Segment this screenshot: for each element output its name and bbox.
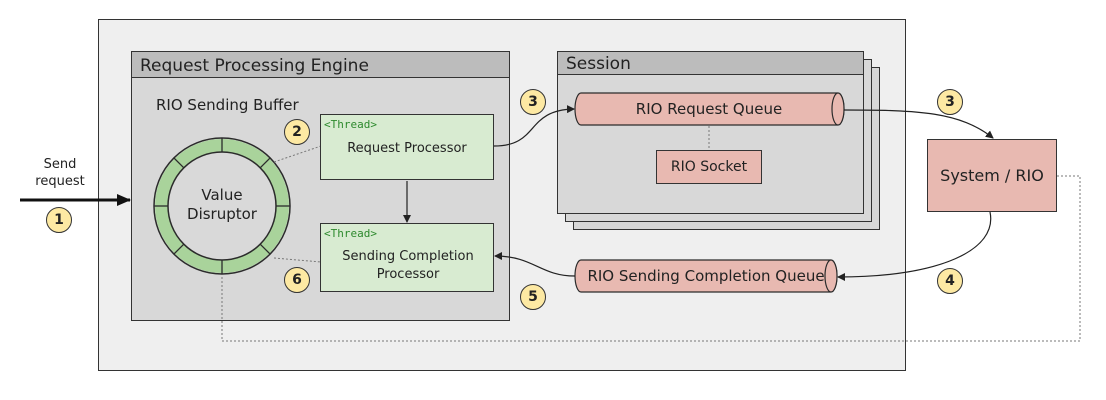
completion-processor-box: <Thread> Sending Completion Processor	[320, 223, 494, 292]
step-badge-3a: 3	[520, 89, 546, 115]
system-to-buffer-link	[221, 175, 1081, 342]
request-processor-box: <Thread> Request Processor	[320, 114, 494, 180]
completion-processor-label: Sending Completion Processor	[342, 249, 474, 282]
buffer-label: RIO Sending Buffer	[156, 96, 299, 114]
request-queue-label: RIO Request Queue	[635, 100, 783, 118]
sending-buffer-ring	[153, 137, 291, 275]
processor-to-request-queue-arrow	[493, 105, 575, 147]
step-badge-2: 2	[284, 119, 310, 145]
step-badge-3b: 3	[937, 89, 963, 115]
session-panel	[557, 51, 864, 214]
engine-title: Request Processing Engine	[131, 51, 510, 78]
rio-socket-box: RIO Socket	[656, 150, 762, 184]
session-title: Session	[557, 51, 864, 75]
completion-queue-to-processor-arrow	[494, 252, 576, 277]
completion-queue-cylinder	[574, 259, 838, 293]
request-processor-label: Request Processor	[347, 140, 467, 156]
ring-center-label: Value Disruptor	[187, 186, 257, 223]
step-badge-4: 4	[937, 268, 963, 294]
system-rio-box: System / RIO	[927, 139, 1057, 212]
step-badge-5: 5	[520, 284, 546, 310]
buffer-to-completion-processor-link	[273, 257, 322, 263]
send-request-label: Send request	[35, 157, 85, 189]
request-queue-to-system-arrow	[843, 109, 994, 139]
request-queue-cylinder	[574, 92, 845, 126]
buffer-to-request-processor-link	[273, 145, 322, 163]
system-to-completion-queue-arrow	[837, 211, 992, 281]
completion-queue-label: RIO Sending Completion Queue	[587, 267, 825, 285]
step-badge-1: 1	[46, 207, 72, 233]
step-badge-6: 6	[284, 267, 310, 293]
thread-tag: <Thread>	[324, 118, 377, 131]
thread-tag: <Thread>	[324, 227, 377, 240]
